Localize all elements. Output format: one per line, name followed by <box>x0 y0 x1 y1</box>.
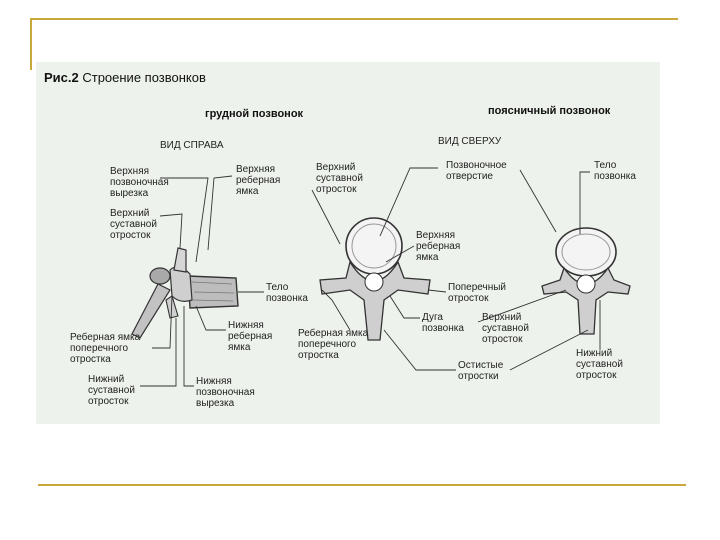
label-upper-articular-process-top: Верхний суставной отросток <box>316 162 363 195</box>
frame-top-line <box>30 18 678 20</box>
label-lower-vertebral-notch: Нижняя позвоночная вырезка <box>196 376 255 409</box>
label-costal-fovea-transverse-side: Реберная ямка поперечного отростка <box>70 332 141 365</box>
label-upper-costal-fovea-top: Верхняя реберная ямка <box>416 230 461 263</box>
figure-caption: Строение позвонков <box>78 70 206 85</box>
heading-thoracic: грудной позвонок <box>205 108 304 120</box>
figure-title: Рис.2 Строение позвонков <box>44 70 206 85</box>
thoracic-top-view <box>319 217 431 341</box>
label-spinous-processes: Остистые отростки <box>458 360 504 382</box>
label-lower-articular-process-side: Нижний суставной отросток <box>88 374 135 407</box>
lumbar-top-view <box>541 227 631 335</box>
label-upper-articular-process-lumbar: Верхний суставной отросток <box>482 312 529 345</box>
frame-bottom-line <box>38 484 686 486</box>
label-lower-costal-fovea: Нижняя реберная ямка <box>228 320 273 353</box>
label-transverse-process: Поперечный отросток <box>448 282 507 304</box>
heading-lumbar: поясничный позвонок <box>488 105 611 117</box>
view-right-label: ВИД СПРАВА <box>160 140 224 151</box>
thoracic-transverse <box>149 267 171 285</box>
label-arch: Дуга позвонка <box>422 312 464 334</box>
label-upper-articular-process-side: Верхний суставной отросток <box>110 208 157 241</box>
view-top-label: ВИД СВЕРХУ <box>438 136 502 147</box>
frame-left-line <box>30 18 32 70</box>
label-upper-vertebral-notch: Верхняя позвоночная вырезка <box>110 166 169 199</box>
leader-lines <box>140 167 601 387</box>
label-vertebral-body-side: Тело позвонка <box>266 282 308 304</box>
label-costal-fovea-transverse-top: Реберная ямка поперечного отростка <box>298 328 369 361</box>
label-vertebral-body-lumbar: Тело позвонка <box>594 160 636 182</box>
thoracic-spinous <box>131 283 171 339</box>
lumbar-foramen <box>576 274 596 294</box>
thoracic-side-view <box>131 247 239 339</box>
label-lower-articular-process-lumbar: Нижний суставной отросток <box>576 348 623 381</box>
thoracic-pedicle <box>169 266 193 302</box>
figure-number: Рис.2 <box>44 70 79 85</box>
thoracic-body-top <box>345 217 403 275</box>
thoracic-foramen <box>364 272 384 292</box>
label-upper-costal-fovea: Верхняя реберная ямка <box>236 164 281 197</box>
thoracic-upper-articular <box>173 247 187 273</box>
label-vertebral-foramen: Позвоночное отверстие <box>446 160 507 182</box>
